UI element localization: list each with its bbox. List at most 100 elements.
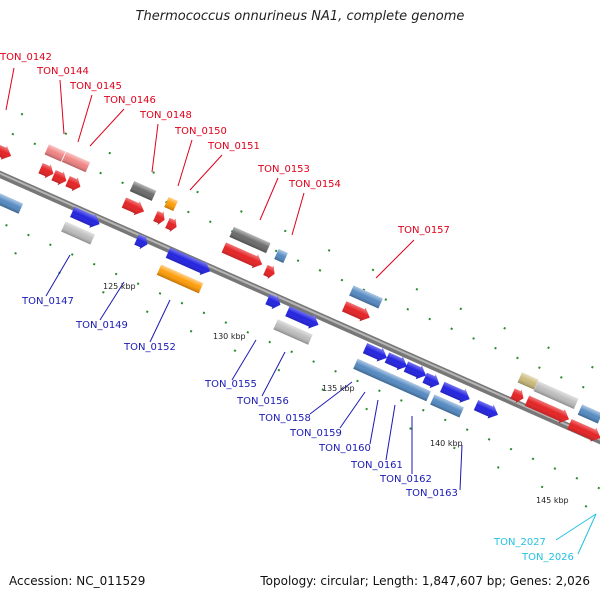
- gene-feature: [567, 419, 600, 442]
- label-connector: [45, 254, 71, 297]
- label-connector: [375, 239, 415, 279]
- gene-feature: [156, 264, 204, 294]
- label-connector: [259, 177, 279, 221]
- gene-label-bottom: TON_0158: [258, 413, 311, 424]
- tick-row: [0, 221, 600, 490]
- gene-label-bottom: TON_0159: [289, 428, 342, 439]
- gene-label-bottom: TON_0149: [75, 320, 128, 331]
- gene-label-bottom: TON_0160: [318, 443, 371, 454]
- label-connector: [459, 444, 463, 491]
- gene-label-bottom: TON_0147: [21, 296, 74, 307]
- gene-label-top: TON_0153: [257, 164, 310, 175]
- gene-feature: [265, 294, 281, 310]
- gene-feature: [70, 206, 100, 228]
- gene-feature: [38, 163, 54, 179]
- gene-feature: [362, 343, 387, 362]
- label-connector: [149, 299, 171, 343]
- gene-label-top: TON_0151: [207, 141, 260, 152]
- gene-label-top: TON_0154: [288, 179, 341, 190]
- gene-label-top: TON_0146: [103, 95, 156, 106]
- gene-feature: [129, 181, 157, 201]
- label-connector: [5, 67, 15, 111]
- gene-feature: [65, 176, 81, 192]
- gene-label-bottom: TON_0163: [405, 488, 458, 499]
- label-connector: [177, 139, 193, 187]
- gene-feature: [430, 394, 464, 418]
- kbp-label: 135 kbp: [322, 384, 355, 393]
- gene-feature: [533, 381, 579, 409]
- label-connector: [99, 281, 125, 321]
- label-connector: [261, 351, 286, 397]
- label-connector: [189, 154, 223, 191]
- label-connector: [309, 381, 353, 415]
- gene-feature: [349, 285, 383, 309]
- gene-feature: [121, 197, 145, 216]
- gene-label-bottom: TON_0155: [204, 379, 257, 390]
- label-connector: [231, 339, 257, 381]
- label-connector: [89, 108, 125, 147]
- gene-feature: [510, 388, 524, 404]
- label-connector: [555, 513, 597, 541]
- gene-label-top: TON_0157: [397, 225, 450, 236]
- gene-feature: [0, 192, 24, 214]
- gene-feature: [44, 144, 66, 162]
- gene-feature: [51, 170, 67, 186]
- gene-feature: [384, 352, 408, 371]
- label-connector: [151, 123, 159, 173]
- kbp-label: 145 kbp: [536, 496, 569, 505]
- position-labels: 125 kbp 130 kbp 135 kbp 140 kbp 145 kbp: [103, 282, 569, 505]
- kbp-label: 125 kbp: [103, 282, 136, 291]
- gene-label-bottom: TON_0161: [350, 460, 403, 471]
- label-connector: [291, 192, 305, 236]
- gene-feature: [440, 381, 470, 403]
- gene-feature: [403, 361, 427, 380]
- gene-feature: [153, 210, 165, 226]
- label-connectors: [5, 67, 597, 555]
- gene-feature: [577, 404, 600, 424]
- kbp-label: 140 kbp: [430, 439, 463, 448]
- gene-label-bottom: TON_0152: [123, 342, 176, 353]
- label-connector: [369, 399, 379, 445]
- gene-feature: [422, 372, 440, 389]
- gene-label-top: TON_0148: [139, 110, 192, 121]
- topology-text: Topology: circular; Length: 1,847,607 bp…: [260, 574, 590, 588]
- gene-label-top: TON_0150: [174, 126, 227, 137]
- tick-marks: [0, 103, 600, 514]
- gene-feature: [134, 234, 148, 250]
- gene-feature: [517, 372, 539, 390]
- gene-feature: [165, 247, 211, 275]
- label-connector: [339, 391, 366, 429]
- label-connector: [385, 404, 396, 461]
- gene-label-top: TON_0144: [36, 66, 89, 77]
- kbp-label: 130 kbp: [213, 332, 246, 341]
- gene-label-other: TON_2027: [493, 537, 546, 548]
- gene-feature: [274, 248, 288, 264]
- gene-label-bottom: TON_0162: [379, 474, 432, 485]
- accession-text: Accession: NC_011529: [9, 574, 146, 588]
- gene-feature: [61, 151, 91, 173]
- gene-labels: TON_0142TON_0144TON_0145TON_0146TON_0148…: [0, 52, 574, 563]
- genome-backbone: [0, 170, 600, 445]
- label-connector: [59, 79, 65, 135]
- gene-feature: [353, 358, 431, 402]
- gene-feature: [165, 217, 177, 233]
- tick-row: [0, 245, 600, 514]
- gene-feature: [61, 221, 95, 245]
- gene-feature: [473, 400, 498, 419]
- gene-label-bottom: TON_0156: [236, 396, 289, 407]
- gene-feature: [341, 301, 370, 322]
- gene-feature: [263, 264, 275, 280]
- gene-label-top: TON_0145: [69, 81, 122, 92]
- gene-feature: [524, 395, 570, 423]
- map-title: Thermococcus onnurineus NA1, complete ge…: [135, 9, 465, 24]
- gene-feature: [0, 142, 12, 160]
- label-connector: [77, 94, 93, 143]
- gene-feature: [285, 306, 319, 329]
- gene-label-top: TON_0142: [0, 52, 52, 63]
- gene-label-other: TON_2026: [521, 552, 574, 563]
- label-connector: [577, 513, 597, 555]
- gene-feature: [164, 196, 178, 212]
- gene-feature: [221, 242, 263, 269]
- gene-feature: [229, 226, 271, 254]
